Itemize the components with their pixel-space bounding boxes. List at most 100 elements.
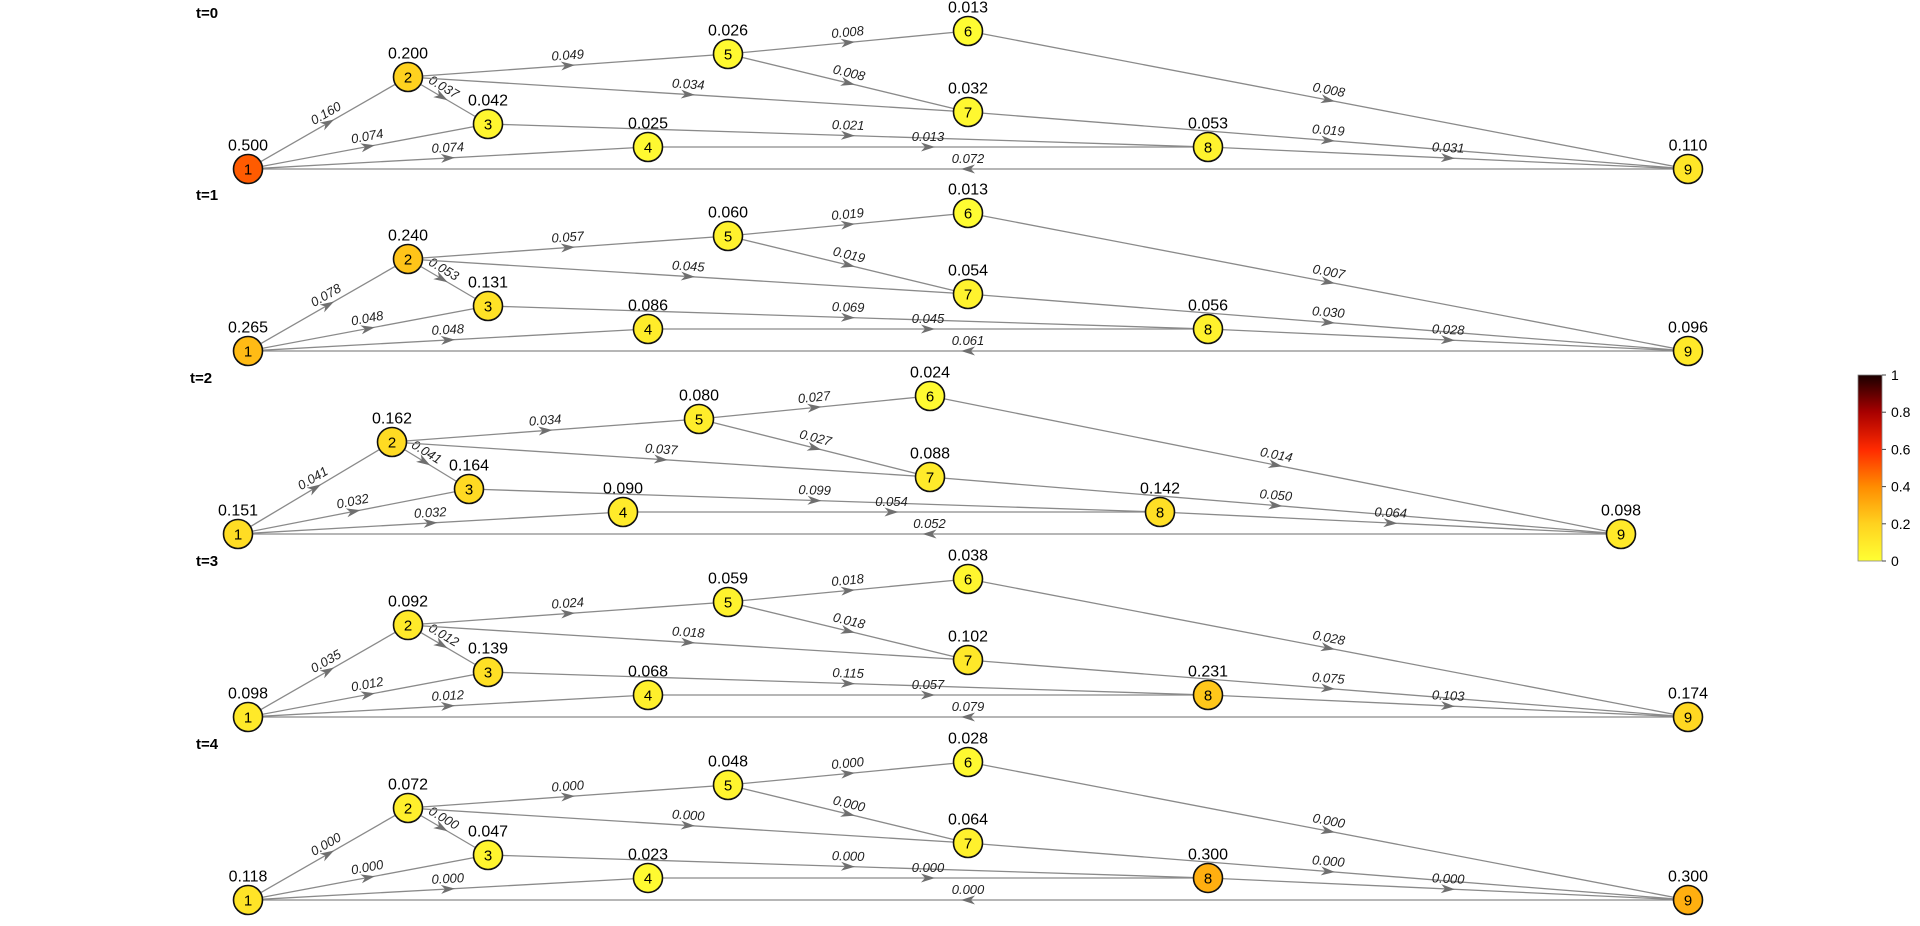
node-id: 7 xyxy=(964,653,972,670)
node-2: 20.072 xyxy=(388,777,428,824)
edge-arrow-icon xyxy=(680,637,695,647)
node-circle xyxy=(1192,862,1224,894)
node-id: 9 xyxy=(1684,893,1692,910)
node-3: 30.139 xyxy=(468,641,508,688)
edge-2-5: 0.024 xyxy=(407,594,729,626)
node-circle xyxy=(952,563,984,595)
node-id: 1 xyxy=(244,344,252,361)
edge-arrow-icon xyxy=(921,690,935,700)
edge-weight-label: 0.061 xyxy=(952,333,985,348)
colorbar-tick-label: 0.4 xyxy=(1891,479,1911,495)
edge-arrow-icon xyxy=(840,312,855,322)
edge-weight-label: 0.019 xyxy=(831,205,865,223)
edge-arrow-icon xyxy=(560,792,575,802)
node-circle xyxy=(1192,131,1224,163)
node-circle xyxy=(472,290,504,322)
edge-2-7: 0.045 xyxy=(407,258,969,295)
edge-arrow-icon xyxy=(653,454,668,464)
node-id: 8 xyxy=(1204,322,1212,339)
node-id: 4 xyxy=(619,505,627,522)
node-circle xyxy=(952,278,984,310)
edge-2-5: 0.034 xyxy=(391,411,700,443)
node-id: 6 xyxy=(926,389,934,406)
node-id: 5 xyxy=(724,47,732,64)
edge-1-2: 0.041 xyxy=(237,441,393,535)
node-value-label: 0.054 xyxy=(948,263,988,280)
node-id: 6 xyxy=(964,755,972,772)
node-id: 6 xyxy=(964,572,972,589)
node-value-label: 0.139 xyxy=(468,641,508,658)
edge-1-4: 0.074 xyxy=(247,139,649,170)
edge-weight-label: 0.099 xyxy=(798,482,831,498)
node-value-label: 0.068 xyxy=(628,664,668,681)
edge-arrow-icon xyxy=(680,271,695,281)
edge-arrow-icon xyxy=(840,807,855,817)
panel-0: t=00.1600.0740.0740.0720.0370.0490.0340.… xyxy=(196,0,1708,185)
edge-arrow-icon xyxy=(416,454,431,466)
edge-arrow-icon xyxy=(921,324,935,334)
edge-3-8: 0.099 xyxy=(468,482,1161,513)
node-circle xyxy=(632,679,664,711)
edge-weight-label: 0.000 xyxy=(831,754,866,772)
edge-arrow-icon xyxy=(1320,94,1335,104)
panel-label: t=1 xyxy=(196,187,218,204)
node-5: 50.026 xyxy=(708,23,748,70)
node-circle xyxy=(1192,313,1224,345)
edge-arrow-icon xyxy=(922,529,937,539)
node-circle xyxy=(952,746,984,778)
edge-4-8: 0.013 xyxy=(648,129,1208,152)
node-id: 3 xyxy=(484,299,492,316)
node-id: 1 xyxy=(234,527,242,544)
node-7: 70.032 xyxy=(948,81,988,128)
panel-label: t=4 xyxy=(196,736,219,753)
node-value-label: 0.174 xyxy=(1668,686,1708,703)
edge-weight-label: 0.075 xyxy=(1312,669,1346,687)
edge-arrow-icon xyxy=(433,637,448,649)
node-circle xyxy=(232,335,264,367)
node-4: 40.090 xyxy=(603,481,643,528)
edge-6-9: 0.014 xyxy=(929,395,1622,535)
panel-label: t=2 xyxy=(190,370,212,387)
node-7: 70.064 xyxy=(948,812,988,859)
edge-7-9: 0.030 xyxy=(967,293,1689,352)
edge-7-9: 0.019 xyxy=(967,111,1689,170)
node-id: 2 xyxy=(404,252,412,269)
edge-4-8: 0.000 xyxy=(648,860,1208,883)
edge-8-9: 0.028 xyxy=(1207,321,1689,352)
node-value-label: 0.118 xyxy=(229,869,268,886)
node-id: 2 xyxy=(404,618,412,635)
edge-weight-label: 0.019 xyxy=(831,244,866,266)
edge-arrow-icon xyxy=(840,678,855,688)
node-id: 7 xyxy=(926,470,934,487)
edge-2-7: 0.018 xyxy=(407,624,969,661)
node-value-label: 0.092 xyxy=(388,594,428,611)
edge-weight-label: 0.000 xyxy=(350,857,385,878)
node-value-label: 0.042 xyxy=(468,93,508,110)
node-value-label: 0.048 xyxy=(708,754,748,771)
node-value-label: 0.047 xyxy=(468,824,508,841)
node-circle xyxy=(232,153,264,185)
node-circle xyxy=(712,38,744,70)
edge-weight-label: 0.048 xyxy=(350,308,385,329)
node-id: 5 xyxy=(724,778,732,795)
node-7: 70.054 xyxy=(948,263,988,310)
edge-weight-label: 0.008 xyxy=(1311,79,1347,100)
node-5: 5 0.048 xyxy=(708,754,748,801)
node-circle xyxy=(712,220,744,252)
edge-arrow-icon xyxy=(840,220,855,230)
node-id: 7 xyxy=(964,836,972,853)
node-9: 90.096 xyxy=(1668,320,1708,367)
node-circle xyxy=(1672,153,1704,185)
colorbar-tick-label: 1 xyxy=(1891,367,1899,383)
panel-2: t=20.0410.0320.0320.0520.0410.0340.0370.… xyxy=(190,365,1641,550)
node-value-label: 0.162 xyxy=(372,411,412,428)
edge-1-2: 0.160 xyxy=(247,76,409,170)
edge-weight-label: 0.034 xyxy=(672,76,705,93)
edge-3-8: 0.021 xyxy=(487,117,1209,148)
colorbar-tick-label: 0.8 xyxy=(1891,404,1911,420)
edge-weight-label: 0.000 xyxy=(952,882,985,897)
node-1: 10.500 xyxy=(228,138,268,185)
edge-8-9: 0.103 xyxy=(1207,687,1689,718)
node-4: 40.086 xyxy=(628,298,668,345)
edge-weight-label: 0.045 xyxy=(912,311,945,326)
